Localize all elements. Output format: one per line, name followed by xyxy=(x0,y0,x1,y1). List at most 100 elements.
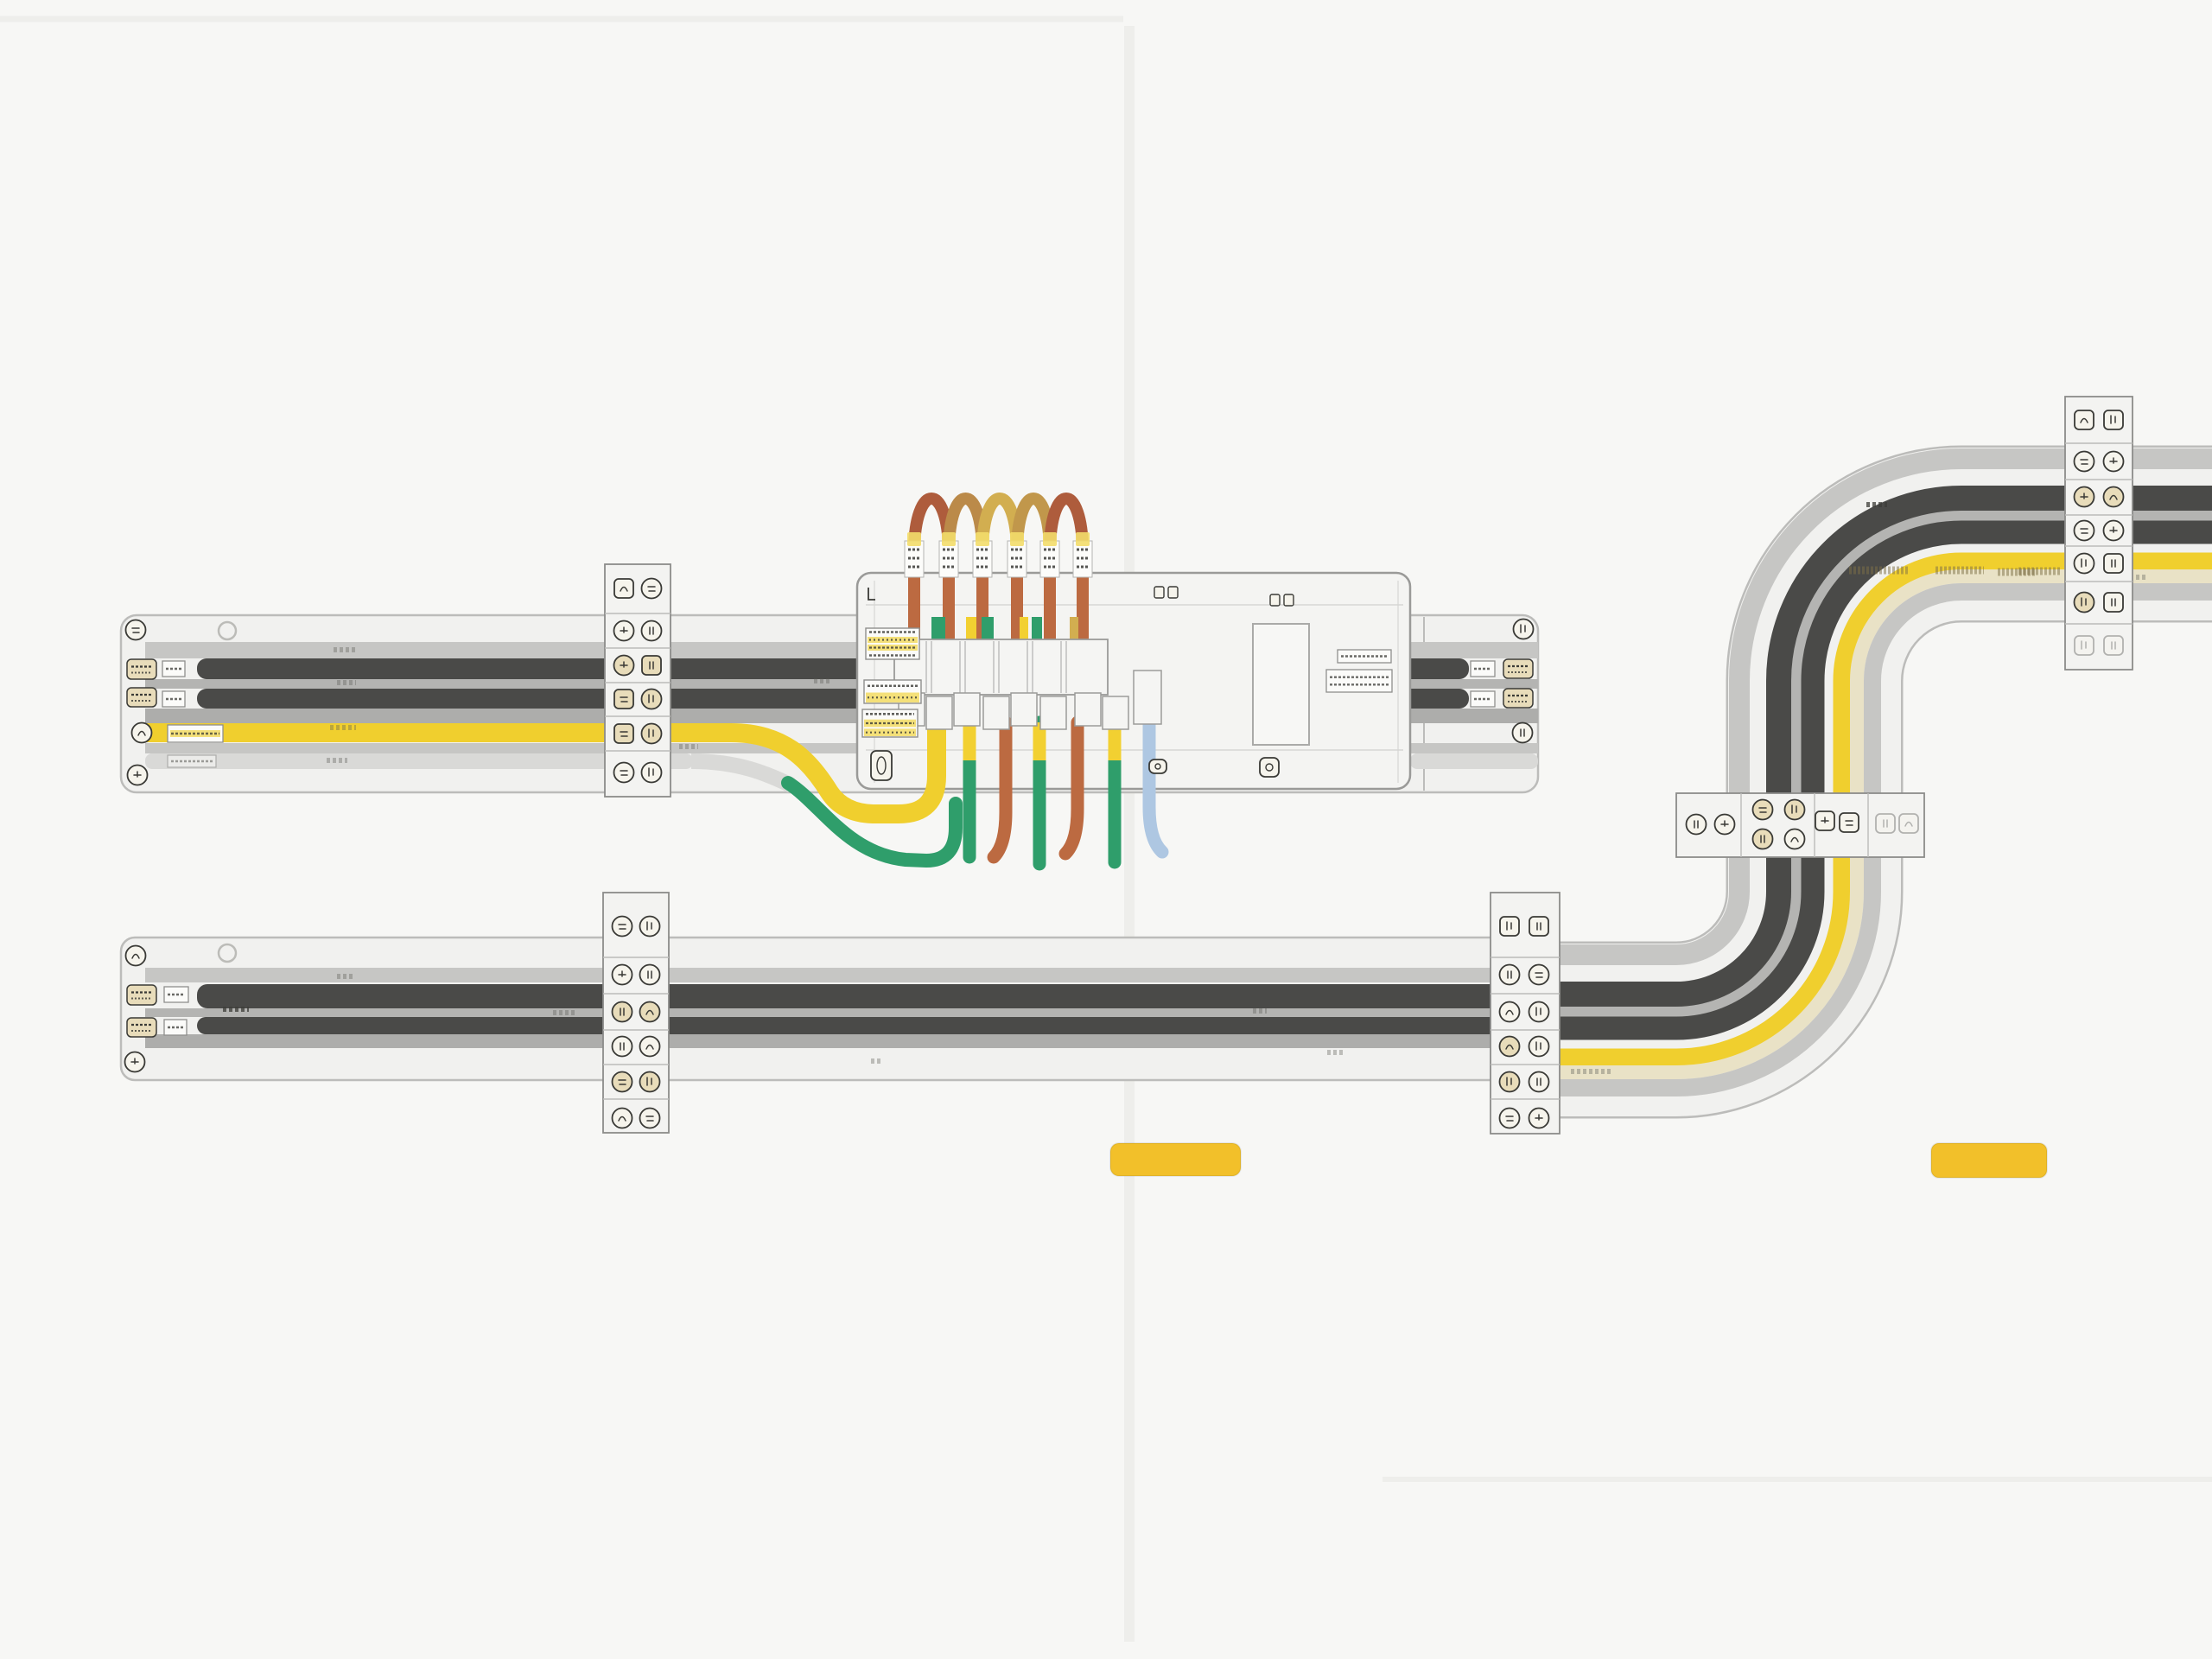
terminal-glyph-circle-icon xyxy=(1528,1035,1550,1058)
junction-box-panel xyxy=(1252,623,1310,746)
tray-lane-badge-icon xyxy=(1503,658,1534,679)
curved-tray-lane-cream xyxy=(1551,569,2212,1079)
tray-end-badge-icon xyxy=(124,619,147,641)
terminal-glyph-circle-icon xyxy=(640,722,663,745)
terminal-glyph-circle-icon xyxy=(640,620,663,642)
terminal-glyph-circle-icon xyxy=(1511,721,1534,744)
terminal-glyph-circle-icon xyxy=(124,1051,146,1073)
wire-label-band xyxy=(938,532,959,578)
terminal-glyph-circle-icon xyxy=(640,688,663,710)
tray-channel xyxy=(197,1017,1551,1034)
channel-label xyxy=(167,754,217,768)
terminal-glyph-circle-icon xyxy=(124,944,147,967)
terminal-glyph-circle-icon xyxy=(639,963,661,986)
curved-cable-tray xyxy=(1551,445,2212,1119)
terminal-glyph-circle-icon xyxy=(1498,1071,1521,1093)
channel-label xyxy=(163,986,189,1003)
terminal-glyph-square-icon xyxy=(641,655,662,676)
tray-lane-badge-icon xyxy=(126,658,157,680)
tray-lane-badge-icon xyxy=(126,984,157,1006)
terminal-glyph-circle-icon xyxy=(639,1001,661,1023)
terminal-glyph-circle-icon xyxy=(1512,618,1535,640)
tray-lane-badge-icon xyxy=(126,1017,157,1038)
tray-lane-badge-icon xyxy=(130,721,153,744)
terminal-glyph-circle-icon xyxy=(640,577,663,600)
junction-box-data-strip xyxy=(861,709,918,738)
terminal-glyph-circle-icon xyxy=(2073,519,2095,542)
channel-label xyxy=(162,690,186,708)
terminal-glyph-square-icon xyxy=(613,578,634,599)
terminal-glyph-square-icon xyxy=(613,723,634,744)
drop-wire-orange xyxy=(1058,715,1084,861)
curved-tray-lane-dark-inner xyxy=(1551,520,2212,1040)
curved-tray-lane-gray-mid xyxy=(1551,511,2212,1017)
terminal-block-upper-right xyxy=(2064,396,2133,671)
terminal-glyph-square-icon xyxy=(2074,635,2094,656)
terminal-glyph-circle-icon xyxy=(1498,1035,1521,1058)
terminal-block-upper-left xyxy=(604,563,671,798)
terminal-glyph-square-icon xyxy=(2074,410,2094,430)
channel-label xyxy=(167,724,224,743)
tray-channel xyxy=(197,984,1551,1008)
channel-label xyxy=(1325,669,1393,693)
junction-box-data-strip xyxy=(865,627,920,660)
wire-label-band xyxy=(1007,532,1027,578)
terminal-glyph-circle-icon xyxy=(130,721,153,744)
tray-lane-badge-icon xyxy=(1503,688,1534,709)
yellow-marker-right xyxy=(1930,1142,2048,1179)
tray-lane-badge-icon xyxy=(126,687,157,708)
wire-chip xyxy=(982,617,994,643)
wire-label-band xyxy=(904,532,925,578)
wire-label-band xyxy=(972,532,993,578)
wire-label-band xyxy=(1072,532,1093,578)
channel-label xyxy=(1470,690,1496,708)
terminal-glyph-square-icon xyxy=(1898,813,1919,834)
incoming-wire xyxy=(1044,574,1056,645)
tray-end-badge-icon xyxy=(126,764,149,786)
terminal-glyph-circle-icon xyxy=(2073,486,2095,508)
channel-label xyxy=(1470,660,1496,677)
wire-label-band xyxy=(1039,532,1060,578)
junction-box-badge-icon xyxy=(1154,586,1179,599)
terminal-glyph-circle-icon xyxy=(2102,486,2125,508)
drop-wire-orange xyxy=(987,715,1013,864)
tray-end-badge-icon xyxy=(124,944,147,967)
junction-box-badge-icon xyxy=(1259,757,1280,778)
channel-label xyxy=(162,660,186,677)
terminal-glyph-circle-icon xyxy=(1528,963,1550,986)
yellow-marker-left xyxy=(1109,1142,1242,1177)
channel-label xyxy=(1337,649,1392,664)
terminal-glyph-circle-icon xyxy=(1498,1107,1521,1129)
curved-tray-lane-dark-outer xyxy=(1551,486,2212,1007)
tray-end-badge-icon xyxy=(124,1051,146,1073)
terminal-glyph-square-icon xyxy=(1499,916,1520,937)
tray-end-badge-icon xyxy=(1512,618,1535,640)
terminal-glyph-circle-icon xyxy=(1783,828,1806,850)
lower-cable-tray xyxy=(119,936,1553,1082)
incoming-wire xyxy=(943,574,955,645)
wiring-layer xyxy=(145,493,1169,871)
incoming-wire xyxy=(1077,574,1089,645)
wire-chip xyxy=(931,617,945,643)
faint-ring-mark xyxy=(217,620,238,641)
junction-box-data-strip xyxy=(863,679,922,704)
terminal-glyph-circle-icon xyxy=(640,761,663,784)
drop-wire-blue xyxy=(1142,715,1169,859)
background-seams xyxy=(0,16,2212,1642)
channel-label xyxy=(163,1019,188,1036)
jumper-arch-wire xyxy=(1044,493,1089,559)
terminal-glyph-circle-icon xyxy=(611,1071,633,1093)
terminal-block-lower-right xyxy=(1490,892,1560,1135)
terminal-glyph-square-icon xyxy=(613,689,634,709)
terminal-glyph-circle-icon xyxy=(1751,798,1774,821)
junction-box-badge-icon xyxy=(1148,759,1167,774)
terminal-glyph-circle-icon xyxy=(1751,828,1774,850)
terminal-glyph-square-icon xyxy=(1839,812,1859,833)
terminal-glyph-circle-icon xyxy=(1783,798,1806,821)
terminal-glyph-circle-icon xyxy=(2073,450,2095,473)
terminal-glyph-circle-icon xyxy=(2102,450,2125,473)
terminal-glyph-circle-icon xyxy=(611,1001,633,1023)
terminal-glyph-circle-icon xyxy=(639,915,661,938)
